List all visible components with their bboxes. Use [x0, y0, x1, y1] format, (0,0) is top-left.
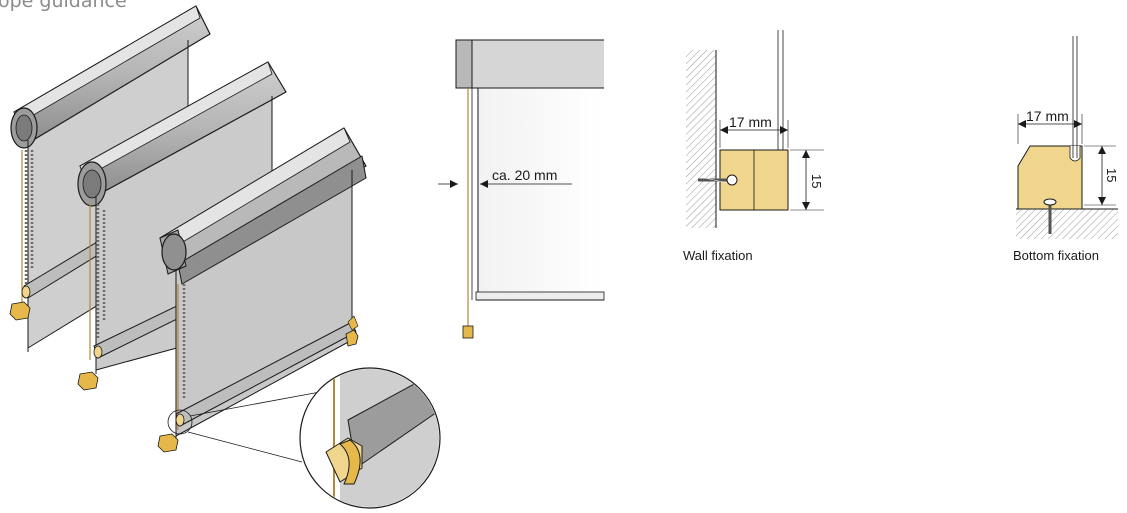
wall-fixation-diagram: 17 mm 15 [686, 30, 824, 228]
page-heading: ope guidance [0, 0, 127, 12]
isometric-blinds [9, 5, 441, 509]
bottom-fixation-caption: Bottom fixation [1013, 248, 1099, 263]
bottom-height-label: 15 [1104, 168, 1119, 182]
bottom-fixation-diagram: 17 mm 15 [1016, 36, 1119, 239]
wall-height-label: 15 [809, 174, 824, 188]
side-view: ca. 20 mm [438, 39, 605, 339]
detail-magnifier [299, 367, 441, 509]
wall-width-label: 17 mm [729, 114, 772, 130]
wall-fixation-caption: Wall fixation [683, 248, 753, 263]
bottom-width-label: 17 mm [1026, 108, 1069, 124]
roller-blind-front [157, 127, 367, 453]
side-distance-label: ca. 20 mm [492, 167, 557, 183]
